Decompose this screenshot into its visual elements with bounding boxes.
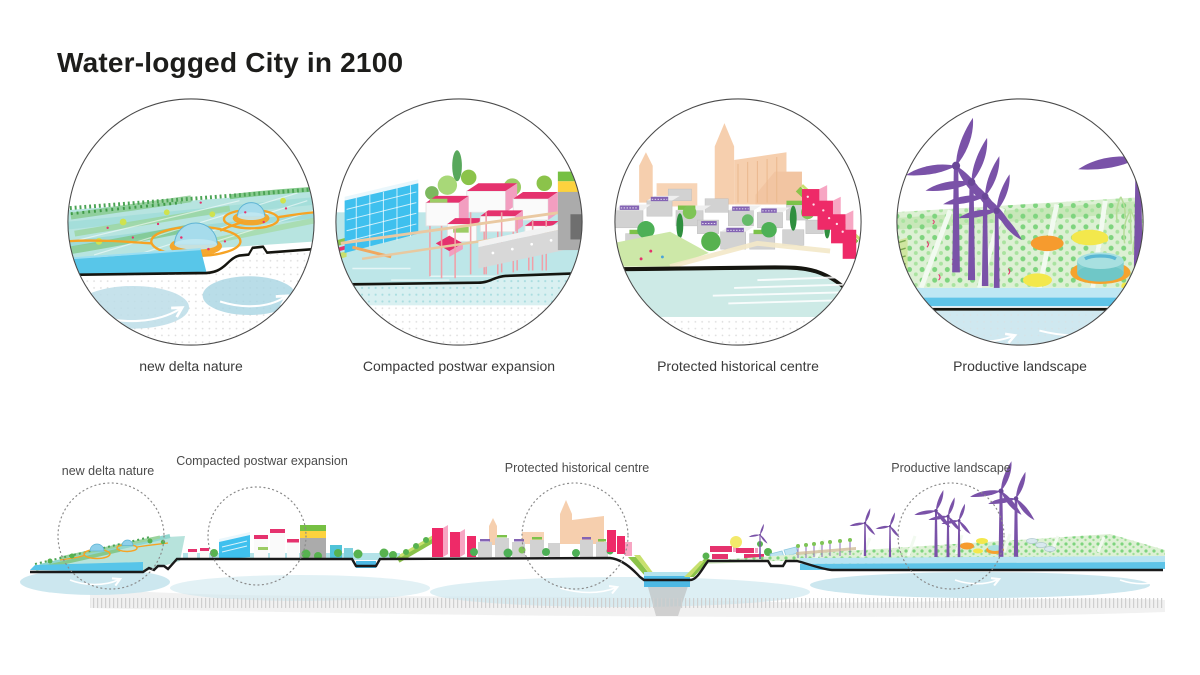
zone-postwar	[183, 525, 400, 568]
edge-stripes	[335, 237, 347, 261]
vignette-historical-centre: Protected historical centre	[612, 96, 864, 374]
zone-canal	[628, 555, 710, 587]
zone-delta	[30, 534, 185, 572]
delta-illustration	[67, 98, 315, 346]
front-channel	[800, 556, 1165, 570]
dike-housing-pink	[795, 184, 862, 259]
dike-profile-line	[335, 271, 583, 287]
vignette-caption: Protected historical centre	[657, 358, 819, 374]
reservoir	[1070, 252, 1131, 285]
annotation-circle-postwar	[207, 486, 307, 586]
panorama-section: new delta nature Compacted postwar expan…	[0, 430, 1200, 675]
seabed-dots	[335, 305, 583, 346]
historic-illustration	[614, 98, 862, 346]
park	[614, 231, 709, 267]
pink-dike-row	[607, 530, 632, 556]
seabed-dots	[614, 316, 862, 346]
dike-profile-line	[30, 556, 1163, 582]
pale-ponds	[1026, 538, 1056, 552]
vignette-postwar-expansion: Compacted postwar expansion	[333, 96, 585, 374]
annotation-circles	[57, 482, 1005, 590]
zone-historic	[470, 500, 632, 558]
hall-building	[478, 220, 578, 269]
annotation-label-postwar: Compacted postwar expansion	[176, 454, 348, 468]
shallow-water-dots	[335, 274, 583, 308]
vignette-caption: Productive landscape	[953, 358, 1087, 374]
city-trees	[301, 548, 397, 560]
annotation-label-delta: new delta nature	[62, 464, 154, 478]
water-front-face	[67, 249, 207, 275]
green-roofs	[497, 535, 606, 542]
postwar-illustration	[335, 98, 583, 346]
circle-frame	[614, 98, 862, 346]
hedge-strip	[896, 237, 908, 288]
annotation-circle-historic	[521, 482, 629, 590]
underwater-layers	[20, 569, 1165, 617]
annotation-label-productive: Productive landscape	[891, 461, 1011, 475]
blue-slab	[219, 532, 250, 560]
vignette-new-delta-nature: new delta nature	[65, 96, 317, 374]
circle-frame	[67, 98, 315, 346]
channel	[896, 287, 1144, 311]
productive-illustration	[896, 98, 1144, 346]
tower-building	[557, 171, 583, 251]
zone-dike-apartments	[396, 525, 476, 563]
zone-productive	[706, 460, 1165, 570]
vignette-productive-landscape: Productive landscape	[894, 96, 1146, 374]
circle-frame	[335, 98, 583, 346]
pink-roof-blocks	[254, 529, 299, 558]
annotation-circle-delta	[57, 482, 165, 590]
annotation-circle-productive	[897, 482, 1005, 590]
solar-strips	[480, 537, 591, 542]
circle-frame	[896, 98, 1144, 346]
page-title: Water-logged City in 2100	[57, 46, 404, 78]
people-dots	[106, 201, 288, 251]
annotation-label-historic: Protected historical centre	[505, 461, 650, 475]
small-pink-houses	[188, 548, 218, 559]
dike-profile-line	[67, 245, 315, 278]
vignette-caption: new delta nature	[139, 358, 243, 374]
orange-crop-patch	[1030, 235, 1064, 252]
yellow-crop-patches	[1022, 229, 1129, 290]
town-houses	[614, 188, 824, 252]
panorama-illustration: new delta nature Compacted postwar expan…	[20, 454, 1165, 617]
small-canal	[356, 561, 376, 568]
orchard-rows	[796, 538, 856, 558]
dome-pavilion-small	[232, 202, 270, 226]
annotation-labels: new delta nature Compacted postwar expan…	[62, 454, 1011, 478]
vignette-caption: Compacted postwar expansion	[362, 358, 556, 374]
